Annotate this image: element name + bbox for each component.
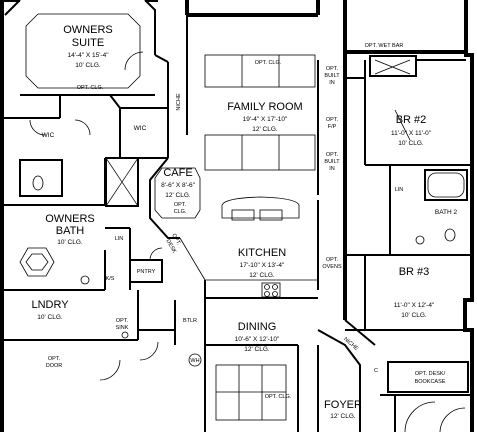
fp-1: OPT. — [326, 117, 339, 123]
opt-ovens-1: OPT. — [326, 257, 339, 263]
opt-door-2: DOOR — [46, 363, 63, 369]
pantry-label: PNTRY — [137, 269, 156, 275]
family-room-ceiling: 12' CLG. — [252, 126, 278, 133]
opt-desk-2: BOOKCASE — [415, 379, 446, 385]
opt-built-in-bottom-1: OPT. — [326, 152, 339, 158]
owners-suite-opt-ceiling: OPT. CLG. — [77, 85, 104, 91]
br2-ceiling: 10' CLG. — [398, 140, 424, 147]
opt-ovens-2: OVENS — [322, 264, 342, 270]
dining-opt-ceiling: OPT. CLG. — [265, 394, 292, 400]
opt-sink-2: SINK — [116, 325, 129, 331]
details — [19, 13, 466, 432]
owners-bath-ceiling: 10' CLG. — [57, 239, 83, 246]
wh-label: WH — [190, 358, 199, 364]
opt-built-in-bottom-2: BUILT — [324, 159, 340, 165]
cafe-name: CAFE — [163, 167, 192, 179]
opt-desk-1: OPT. DESK/ — [415, 371, 446, 377]
laundry-name: LNDRY — [31, 299, 69, 311]
owners-suite-ceiling: 10' CLG. — [75, 62, 101, 69]
opt-door-1: OPT. — [48, 356, 61, 362]
foyer-ceiling: 12' CLG. — [330, 413, 356, 420]
opt-built-in-bottom-3: IN — [329, 166, 335, 172]
lin-bath-label: LIN — [115, 236, 124, 242]
br3-dims: 11'-0" X 12'-4" — [394, 302, 435, 309]
opt-desk-short-1: OPT. — [170, 233, 182, 247]
opt-built-in-top-2: BUILT — [324, 73, 340, 79]
cafe-dims: 8'-6" X 8'-6" — [161, 182, 196, 189]
cafe-ceiling: 12' CLG. — [165, 192, 191, 199]
lin-hall-label: LIN — [395, 187, 404, 193]
c-label: C — [374, 368, 378, 374]
ks-label: K/S — [106, 276, 115, 282]
dining-dims: 10'-6" X 12'-10" — [235, 336, 280, 343]
owners-bath-name-2: BATH — [56, 225, 85, 237]
niche-top-label: NICHE — [176, 93, 182, 110]
dining-ceiling: 12' CLG. — [244, 346, 270, 353]
cafe-opt-2: CLG. — [174, 209, 187, 215]
kitchen-ceiling: 12' CLG. — [249, 272, 275, 279]
br3-ceiling: 10' CLG. — [401, 312, 427, 319]
wic-left-label: WIC — [42, 132, 55, 139]
foyer-name: FOYER — [324, 399, 362, 411]
opt-wet-bar-label: OPT. WET BAR — [365, 43, 404, 49]
opt-built-in-top-1: OPT. — [326, 66, 339, 72]
opt-sink-1: OPT. — [116, 318, 129, 324]
owners-suite-name-2: SUITE — [72, 37, 104, 49]
dining-name: DINING — [238, 321, 277, 333]
fp-2: F/P — [328, 124, 337, 130]
family-opt-ceiling: OPT. CLG. — [255, 60, 282, 66]
opt-built-in-top-3: IN — [329, 80, 335, 86]
br3-name: BR #3 — [399, 266, 430, 278]
family-room-dims: 19'-4" X 17'-10" — [243, 116, 288, 123]
bath2-name: BATH 2 — [435, 209, 458, 216]
owners-bath-name-1: OWNERS — [45, 213, 95, 225]
wic-right-label: WIC — [134, 125, 147, 132]
br2-dims: 11'-0" X 11'-0" — [391, 130, 432, 137]
room-labels: OWNERS SUITE 14'-4" X 15'-4" 10' CLG. OP… — [31, 24, 457, 420]
cafe-opt-1: OPT. — [174, 202, 187, 208]
fixture-labels: WIC WIC NICHE NICHE LIN LIN PNTRY K/S BT… — [42, 43, 446, 385]
owners-suite-dims: 14'-4" X 15'-4" — [67, 52, 109, 59]
laundry-ceiling: 10' CLG. — [37, 314, 63, 321]
kitchen-dims: 17'-10" X 13'-4" — [240, 262, 285, 269]
br2-name: BR #2 — [396, 114, 427, 126]
btlr-label: BTLR — [183, 318, 197, 324]
owners-suite-name-1: OWNERS — [63, 24, 113, 36]
family-room-name: FAMILY ROOM — [227, 101, 302, 113]
kitchen-name: KITCHEN — [238, 247, 286, 259]
